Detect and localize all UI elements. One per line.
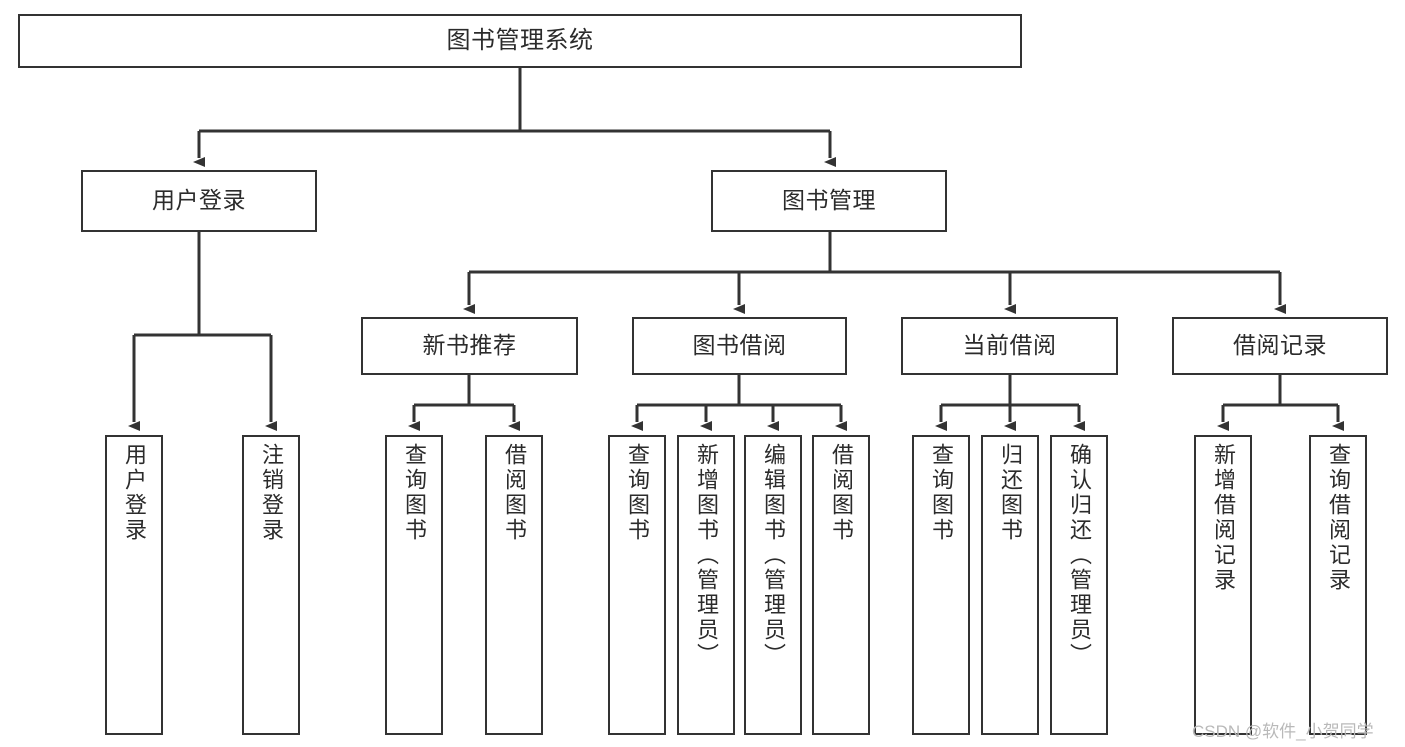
node-leaf-logout[interactable]: 注销登录: [242, 435, 300, 735]
node-label: 注销登录: [259, 443, 284, 543]
node-leaf-add-book-admin[interactable]: 新增图书（管理员）: [677, 435, 735, 735]
node-leaf-query-book-borrow[interactable]: 查询图书: [608, 435, 666, 735]
node-current-borrow[interactable]: 当前借阅: [901, 317, 1118, 375]
node-leaf-return-book[interactable]: 归还图书: [981, 435, 1039, 735]
node-label: 归还图书: [998, 443, 1023, 543]
node-label: 图书管理: [782, 187, 876, 214]
node-leaf-query-book-recommend[interactable]: 查询图书: [385, 435, 443, 735]
node-label: 新书推荐: [422, 332, 517, 359]
node-label: 查询图书: [402, 443, 427, 543]
node-book-borrow[interactable]: 图书借阅: [632, 317, 847, 375]
node-root-book-management-system[interactable]: 图书管理系统: [18, 14, 1022, 68]
node-label: 编辑图书（管理员）: [761, 443, 786, 668]
node-new-book-recommend[interactable]: 新书推荐: [361, 317, 578, 375]
node-label: 用户登录: [122, 443, 147, 543]
node-leaf-borrow-book[interactable]: 借阅图书: [812, 435, 870, 735]
node-label: 借阅图书: [502, 443, 527, 543]
node-label: 当前借阅: [962, 332, 1057, 359]
node-label: 确认归还（管理员）: [1067, 443, 1092, 668]
node-label: 新增借阅记录: [1211, 443, 1236, 593]
node-label: 图书借阅: [692, 332, 787, 359]
node-label: 用户登录: [152, 187, 246, 214]
node-label: 借阅图书: [829, 443, 854, 543]
node-book-management[interactable]: 图书管理: [711, 170, 947, 232]
node-label: 借阅记录: [1233, 332, 1327, 359]
node-user-login[interactable]: 用户登录: [81, 170, 317, 232]
node-label: 查询图书: [929, 443, 954, 543]
node-leaf-borrow-book-recommend[interactable]: 借阅图书: [485, 435, 543, 735]
node-label: 查询图书: [625, 443, 650, 543]
node-label: 图书管理系统: [446, 26, 594, 54]
node-leaf-user-login[interactable]: 用户登录: [105, 435, 163, 735]
node-leaf-edit-book-admin[interactable]: 编辑图书（管理员）: [744, 435, 802, 735]
node-label: 新增图书（管理员）: [694, 443, 719, 668]
node-leaf-add-borrow-record[interactable]: 新增借阅记录: [1194, 435, 1252, 735]
node-leaf-confirm-return-admin[interactable]: 确认归还（管理员）: [1050, 435, 1108, 735]
csdn-watermark: CSDN @软件_小贺同学: [1192, 722, 1374, 741]
node-leaf-query-borrow-record[interactable]: 查询借阅记录: [1309, 435, 1367, 735]
node-label: 查询借阅记录: [1326, 443, 1351, 593]
node-borrow-record[interactable]: 借阅记录: [1172, 317, 1388, 375]
node-leaf-query-book-current[interactable]: 查询图书: [912, 435, 970, 735]
